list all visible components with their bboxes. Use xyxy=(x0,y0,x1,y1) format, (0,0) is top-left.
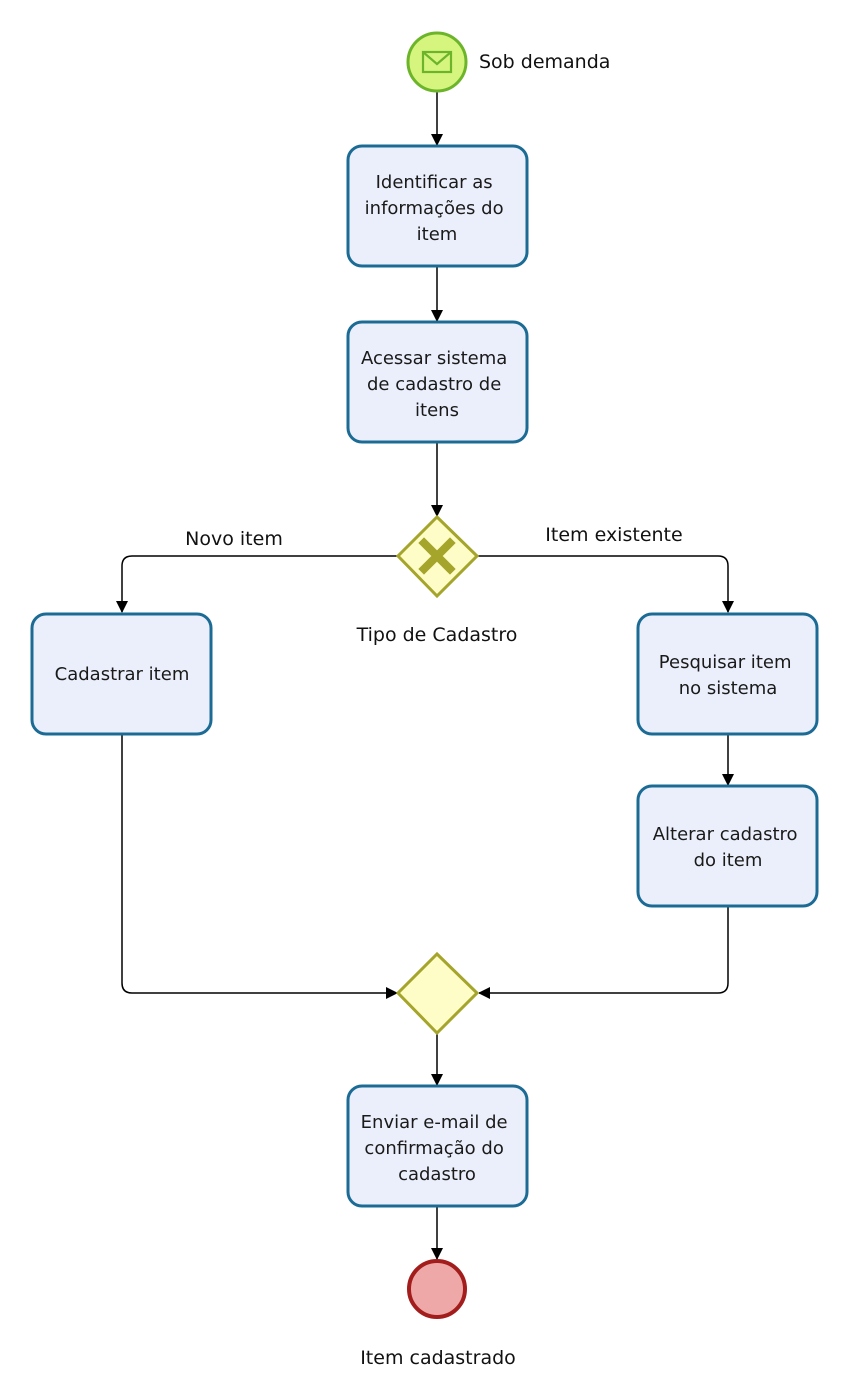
start-event-label: Sob demanda xyxy=(479,51,610,73)
task-send-email-text: Enviar e-mail de confirmação do cadastro xyxy=(361,1112,514,1185)
start-event: Sob demanda xyxy=(406,31,610,93)
start-event-circle xyxy=(406,31,468,93)
exclusive-gateway[interactable]: Tipo de Cadastro xyxy=(356,514,518,646)
flow-gateway-to-search xyxy=(477,555,734,613)
task-identify-info[interactable]: Identificar as informações do item xyxy=(346,144,529,268)
end-event-circle xyxy=(407,1259,467,1319)
task-register-item[interactable]: Cadastrar item xyxy=(30,612,213,736)
task-search-item-text: Pesquisar item no sistema xyxy=(659,652,797,699)
merge-gateway[interactable] xyxy=(395,951,480,1036)
task-access-system[interactable]: Acessar sistema de cadastro de itens xyxy=(346,320,529,444)
merge-gateway-diamond xyxy=(395,951,480,1036)
gateway-label: Tipo de Cadastro xyxy=(356,624,518,646)
task-register-item-text: Cadastrar item xyxy=(55,664,190,685)
exclusive-x-icon xyxy=(418,537,456,575)
task-alter-item-text: Alterar cadastro do item xyxy=(653,824,804,871)
end-event: Item cadastrado xyxy=(360,1259,516,1369)
task-alter-item[interactable]: Alterar cadastro do item xyxy=(636,784,819,908)
envelope-icon xyxy=(421,50,453,74)
flow-register-to-merge xyxy=(121,735,398,999)
end-event-label: Item cadastrado xyxy=(360,1347,516,1369)
flow-gateway-to-register xyxy=(116,555,398,613)
task-send-email[interactable]: Enviar e-mail de confirmação do cadastro xyxy=(346,1084,529,1208)
task-access-system-text: Acessar sistema de cadastro de itens xyxy=(361,348,513,421)
sequence-flows xyxy=(116,92,734,1260)
task-search-item[interactable]: Pesquisar item no sistema xyxy=(636,612,819,736)
flow-label-new-item: Novo item xyxy=(185,528,283,550)
flow-label-existing-item: Item existente xyxy=(545,524,682,546)
flow-alter-to-merge xyxy=(478,907,729,999)
task-identify-info-text: Identificar as informações do item xyxy=(365,172,510,245)
